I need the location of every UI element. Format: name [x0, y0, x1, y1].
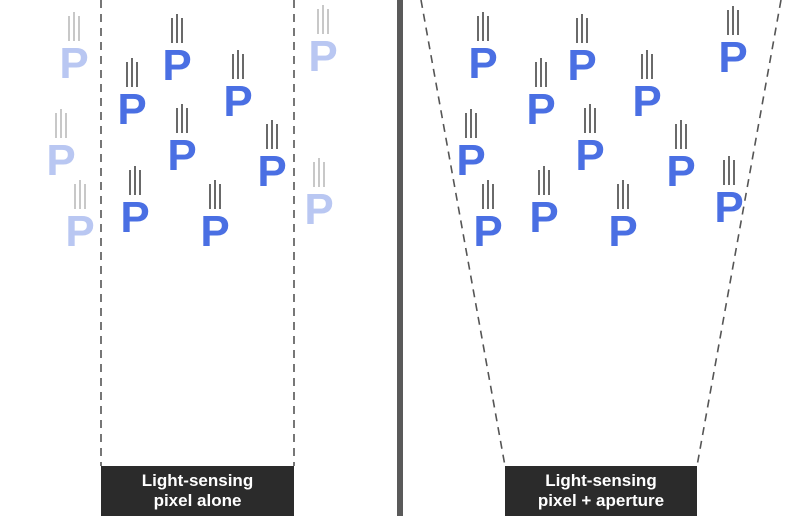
photon-glyph: P — [456, 136, 485, 185]
photon-glyph: P — [257, 147, 286, 196]
left-pixel-caption: Light-sensing pixel alone — [101, 466, 294, 516]
photon-glyph: P — [120, 193, 149, 242]
right-boundary-left — [420, 0, 506, 467]
right-caption-line1: Light-sensing — [545, 471, 657, 490]
photon-icon: P — [117, 58, 147, 134]
photon-icon: P — [223, 50, 253, 126]
blocked-photon-icon: P — [65, 180, 95, 256]
photon-glyph: P — [46, 136, 75, 185]
photon-glyph: P — [666, 147, 695, 196]
right-boundary-right — [696, 0, 782, 467]
photon-icon: P — [473, 180, 503, 256]
photon-glyph: P — [575, 131, 604, 180]
photon-glyph: P — [718, 33, 747, 82]
blocked-photon-icon: P — [304, 158, 334, 234]
photon-glyph: P — [200, 207, 229, 256]
right-pixel-caption: Light-sensing pixel + aperture — [505, 466, 697, 516]
photon-glyph: P — [65, 207, 94, 256]
left-caption-line2: pixel alone — [153, 491, 242, 510]
photon-icon: P — [529, 166, 559, 242]
photon-glyph: P — [608, 207, 637, 256]
photon-glyph: P — [308, 32, 337, 81]
photon-glyph: P — [167, 131, 196, 180]
photon-icon: P — [167, 104, 197, 180]
photon-icon: P — [456, 109, 486, 185]
photon-icon: P — [120, 166, 150, 242]
photon-icon: P — [162, 14, 192, 90]
photon-glyph: P — [304, 185, 333, 234]
blocked-photon-icon: P — [46, 109, 76, 185]
photon-icon: P — [257, 120, 287, 196]
right-caption-line2: pixel + aperture — [537, 491, 665, 510]
photon-glyph: P — [526, 85, 555, 134]
photon-glyph: P — [59, 39, 88, 88]
photon-icon: P — [718, 6, 748, 82]
panel-divider — [397, 0, 403, 516]
blocked-photon-icon: P — [59, 12, 89, 88]
photon-glyph: P — [117, 85, 146, 134]
photon-glyph: P — [468, 39, 497, 88]
photon-icon: P — [567, 14, 597, 90]
left-caption-line1: Light-sensing — [141, 471, 254, 490]
photon-icon: P — [666, 120, 696, 196]
photon-icon: P — [632, 50, 662, 126]
photon-glyph: P — [632, 77, 661, 126]
photon-icon: P — [200, 180, 230, 256]
photon-icon: P — [526, 58, 556, 134]
blocked-photon-icon: P — [308, 5, 338, 81]
photon-glyph: P — [473, 207, 502, 256]
photon-icon: P — [575, 104, 605, 180]
photon-glyph: P — [529, 193, 558, 242]
photon-icon: P — [608, 180, 638, 256]
photon-glyph: P — [162, 41, 191, 90]
photon-glyph: P — [223, 77, 252, 126]
photon-glyph: P — [714, 183, 743, 232]
photon-glyph: P — [567, 41, 596, 90]
photon-icon: P — [468, 12, 498, 88]
photon-icon: P — [714, 156, 744, 232]
